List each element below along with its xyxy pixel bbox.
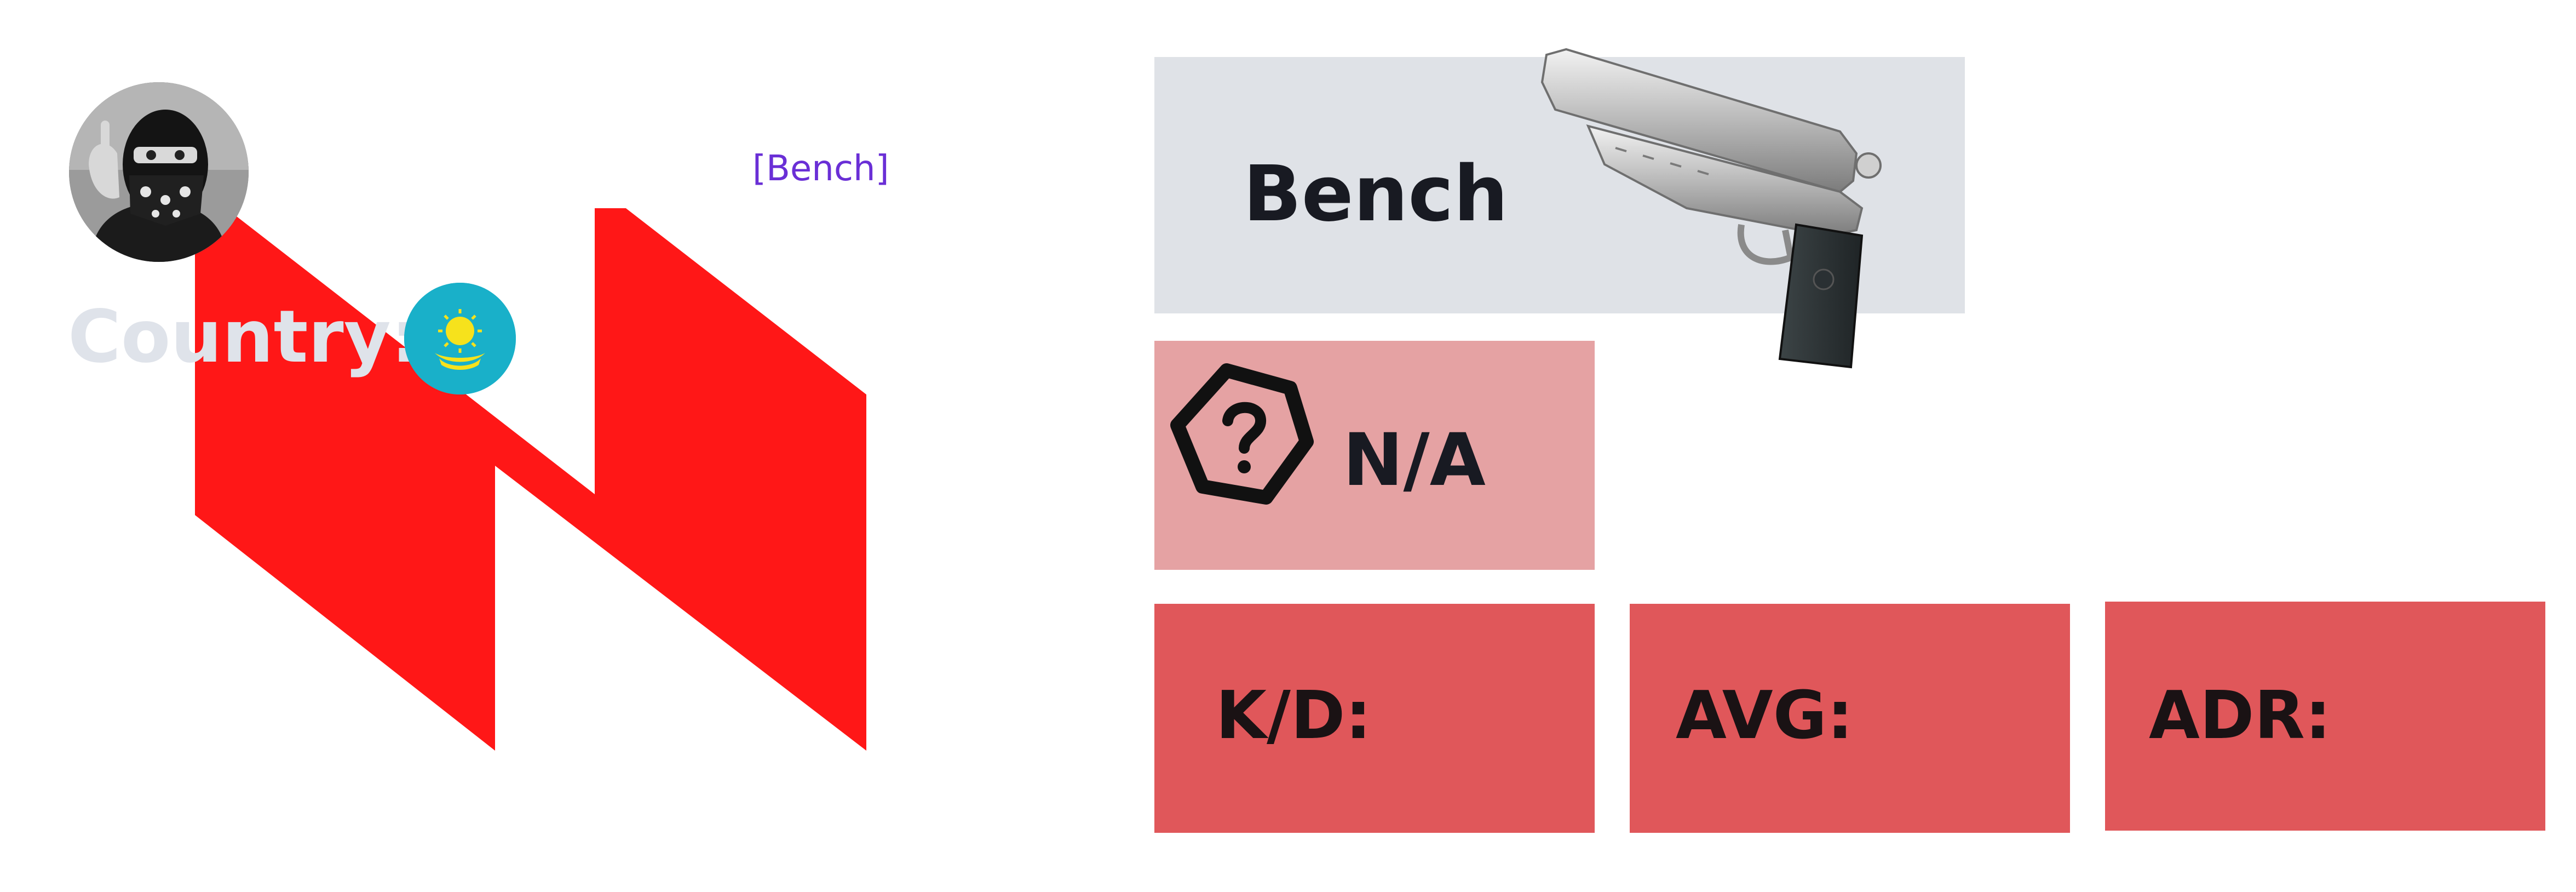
unknown-rank-hexagon-icon xyxy=(1170,363,1314,505)
player-avatar[interactable] xyxy=(69,82,249,262)
rank-value: N/A xyxy=(1343,418,1486,502)
country-label: Country: xyxy=(68,295,420,379)
avatar-photo-icon xyxy=(69,82,249,262)
stat-card-adr xyxy=(2105,602,2545,831)
player-nickname: S xyxy=(591,135,643,218)
kazakhstan-flag-icon xyxy=(404,283,516,394)
player-name: Bench xyxy=(1243,150,1508,239)
stat-card-kd xyxy=(1154,604,1595,833)
team-logo-icon xyxy=(195,208,866,751)
stat-card-avg xyxy=(1630,604,2070,833)
stat-label-avg: AVG: xyxy=(1676,678,1854,754)
desert-eagle-pistol-icon xyxy=(1540,48,1882,369)
team-tag[interactable]: [Bench] xyxy=(752,148,889,189)
stat-label-kd: K/D: xyxy=(1216,678,1372,754)
stat-label-adr: ADR: xyxy=(2149,678,2331,754)
